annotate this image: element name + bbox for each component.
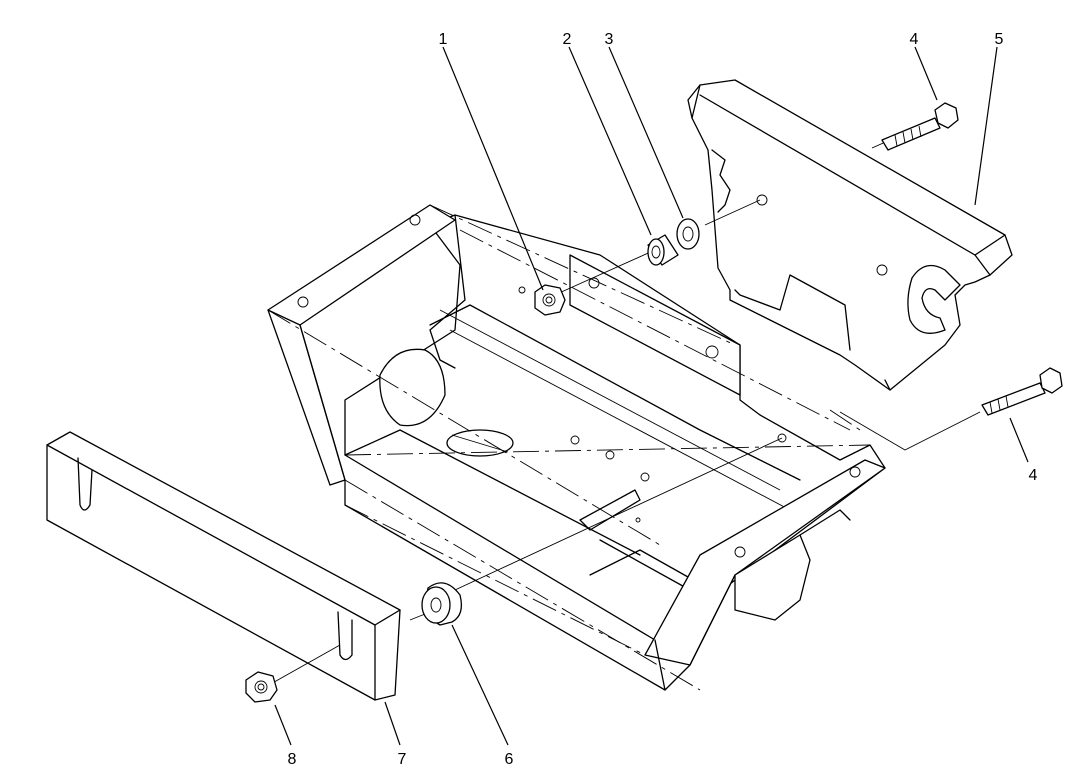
callout-7: 7 bbox=[398, 751, 407, 768]
bolt-item-4-lower bbox=[981, 367, 1063, 416]
spacer-item-2 bbox=[647, 234, 679, 266]
callout-8: 8 bbox=[288, 751, 297, 768]
clamp-bar-lower bbox=[46, 431, 401, 701]
hex-nut-item-8 bbox=[245, 671, 278, 703]
bolt-item-4-upper bbox=[881, 102, 959, 151]
callout-4-upper: 4 bbox=[910, 31, 919, 48]
assembly-centerlines bbox=[259, 139, 981, 691]
hex-nut-item-1 bbox=[534, 284, 566, 316]
callout-1: 1 bbox=[439, 31, 448, 48]
clamp-block-upper bbox=[687, 79, 1013, 391]
callout-3: 3 bbox=[605, 31, 614, 48]
mounting-bracket-frame bbox=[267, 204, 886, 691]
callout-labels: 1 2 3 4 5 4 6 7 8 bbox=[288, 31, 1038, 768]
callout-2: 2 bbox=[563, 31, 572, 48]
callout-5: 5 bbox=[995, 31, 1004, 48]
callout-6: 6 bbox=[505, 751, 514, 768]
leader-lines bbox=[274, 46, 1029, 746]
callout-4-lower: 4 bbox=[1029, 467, 1038, 484]
washer-item-6 bbox=[421, 582, 463, 626]
washer-item-3 bbox=[676, 218, 700, 250]
